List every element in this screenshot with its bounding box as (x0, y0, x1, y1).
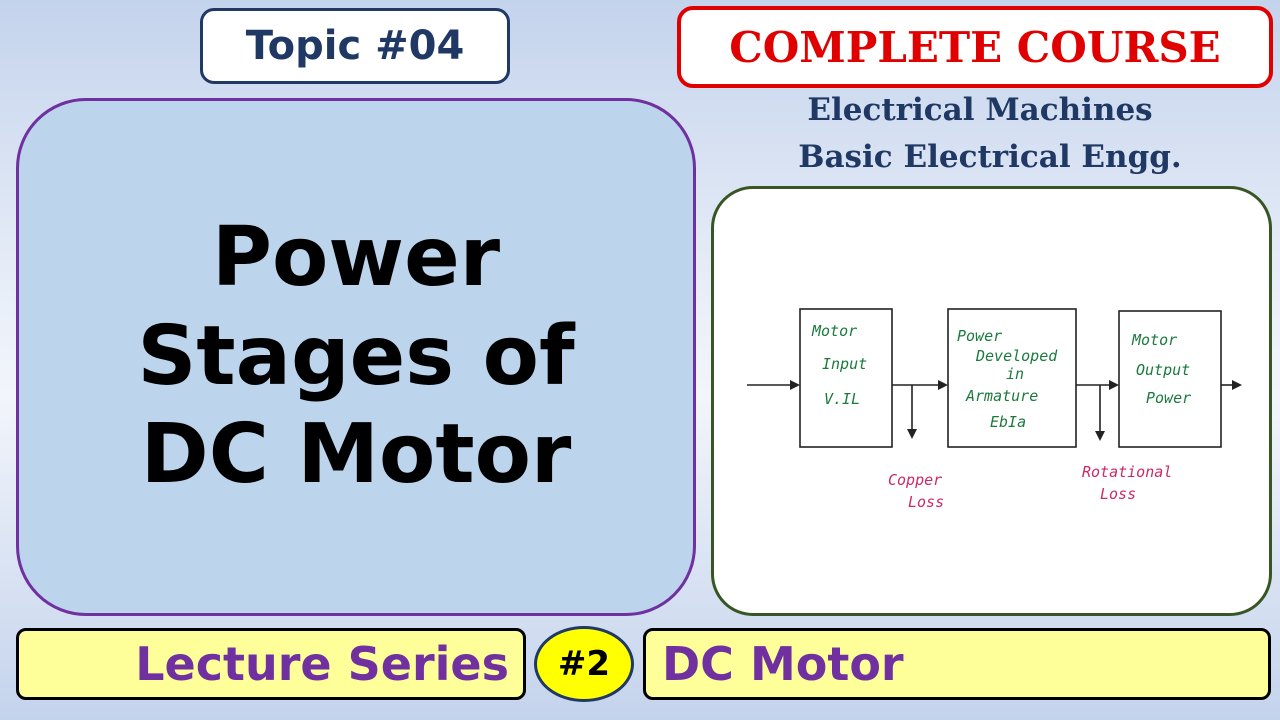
copper-loss-line2: Loss (908, 493, 944, 511)
lecture-series-label: Lecture Series (135, 637, 509, 691)
title-line-2: Stages of (137, 308, 575, 404)
block2-line2: Developed (975, 347, 1058, 365)
diagram-svg: Motor Input V.IL Copper Loss Power Devel… (747, 308, 1242, 511)
arrow-2-3-head (1109, 380, 1119, 390)
copper-loss-arrow-head (907, 429, 917, 439)
rotational-loss-arrow-head (1095, 431, 1105, 441)
block2-line5: EbIa (990, 413, 1026, 431)
subject-electrical-machines: Electrical Machines (807, 92, 1153, 128)
title-panel: Power Stages of DC Motor (16, 98, 696, 616)
copper-loss-line1: Copper (888, 471, 942, 489)
topic-badge: Topic #04 (200, 8, 510, 84)
block2-line3: in (1006, 365, 1024, 383)
rotational-loss-line1: Rotational (1082, 463, 1172, 481)
block1-line2: Input (822, 355, 867, 373)
series-number-badge: #2 (534, 626, 634, 702)
rotational-loss-line2: Loss (1100, 485, 1136, 503)
title-line-3: DC Motor (140, 407, 572, 503)
block1-line3: V.IL (824, 390, 860, 408)
block-motor-input (799, 308, 893, 448)
output-arrow-head (1232, 380, 1242, 390)
arrow-1-2-head (938, 380, 948, 390)
input-arrow-head (790, 380, 800, 390)
block3-line3: Power (1146, 389, 1191, 407)
lecture-series-banner: Lecture Series (16, 628, 526, 700)
block-motor-output (1118, 310, 1222, 448)
power-stages-diagram: Motor Input V.IL Copper Loss Power Devel… (711, 186, 1272, 616)
complete-course-banner: COMPLETE COURSE (677, 6, 1273, 88)
block2-line1: Power (957, 327, 1002, 345)
series-topic-banner: DC Motor (643, 628, 1271, 700)
block1-line1: Motor (811, 322, 857, 340)
block2-line4: Armature (965, 387, 1038, 405)
series-topic-label: DC Motor (662, 637, 904, 691)
block3-line2: Output (1136, 361, 1190, 379)
block3-line1: Motor (1131, 331, 1177, 349)
block-power-developed (947, 308, 1077, 448)
title-line-1: Power (211, 210, 501, 306)
subject-basic-electrical: Basic Electrical Engg. (798, 139, 1182, 175)
